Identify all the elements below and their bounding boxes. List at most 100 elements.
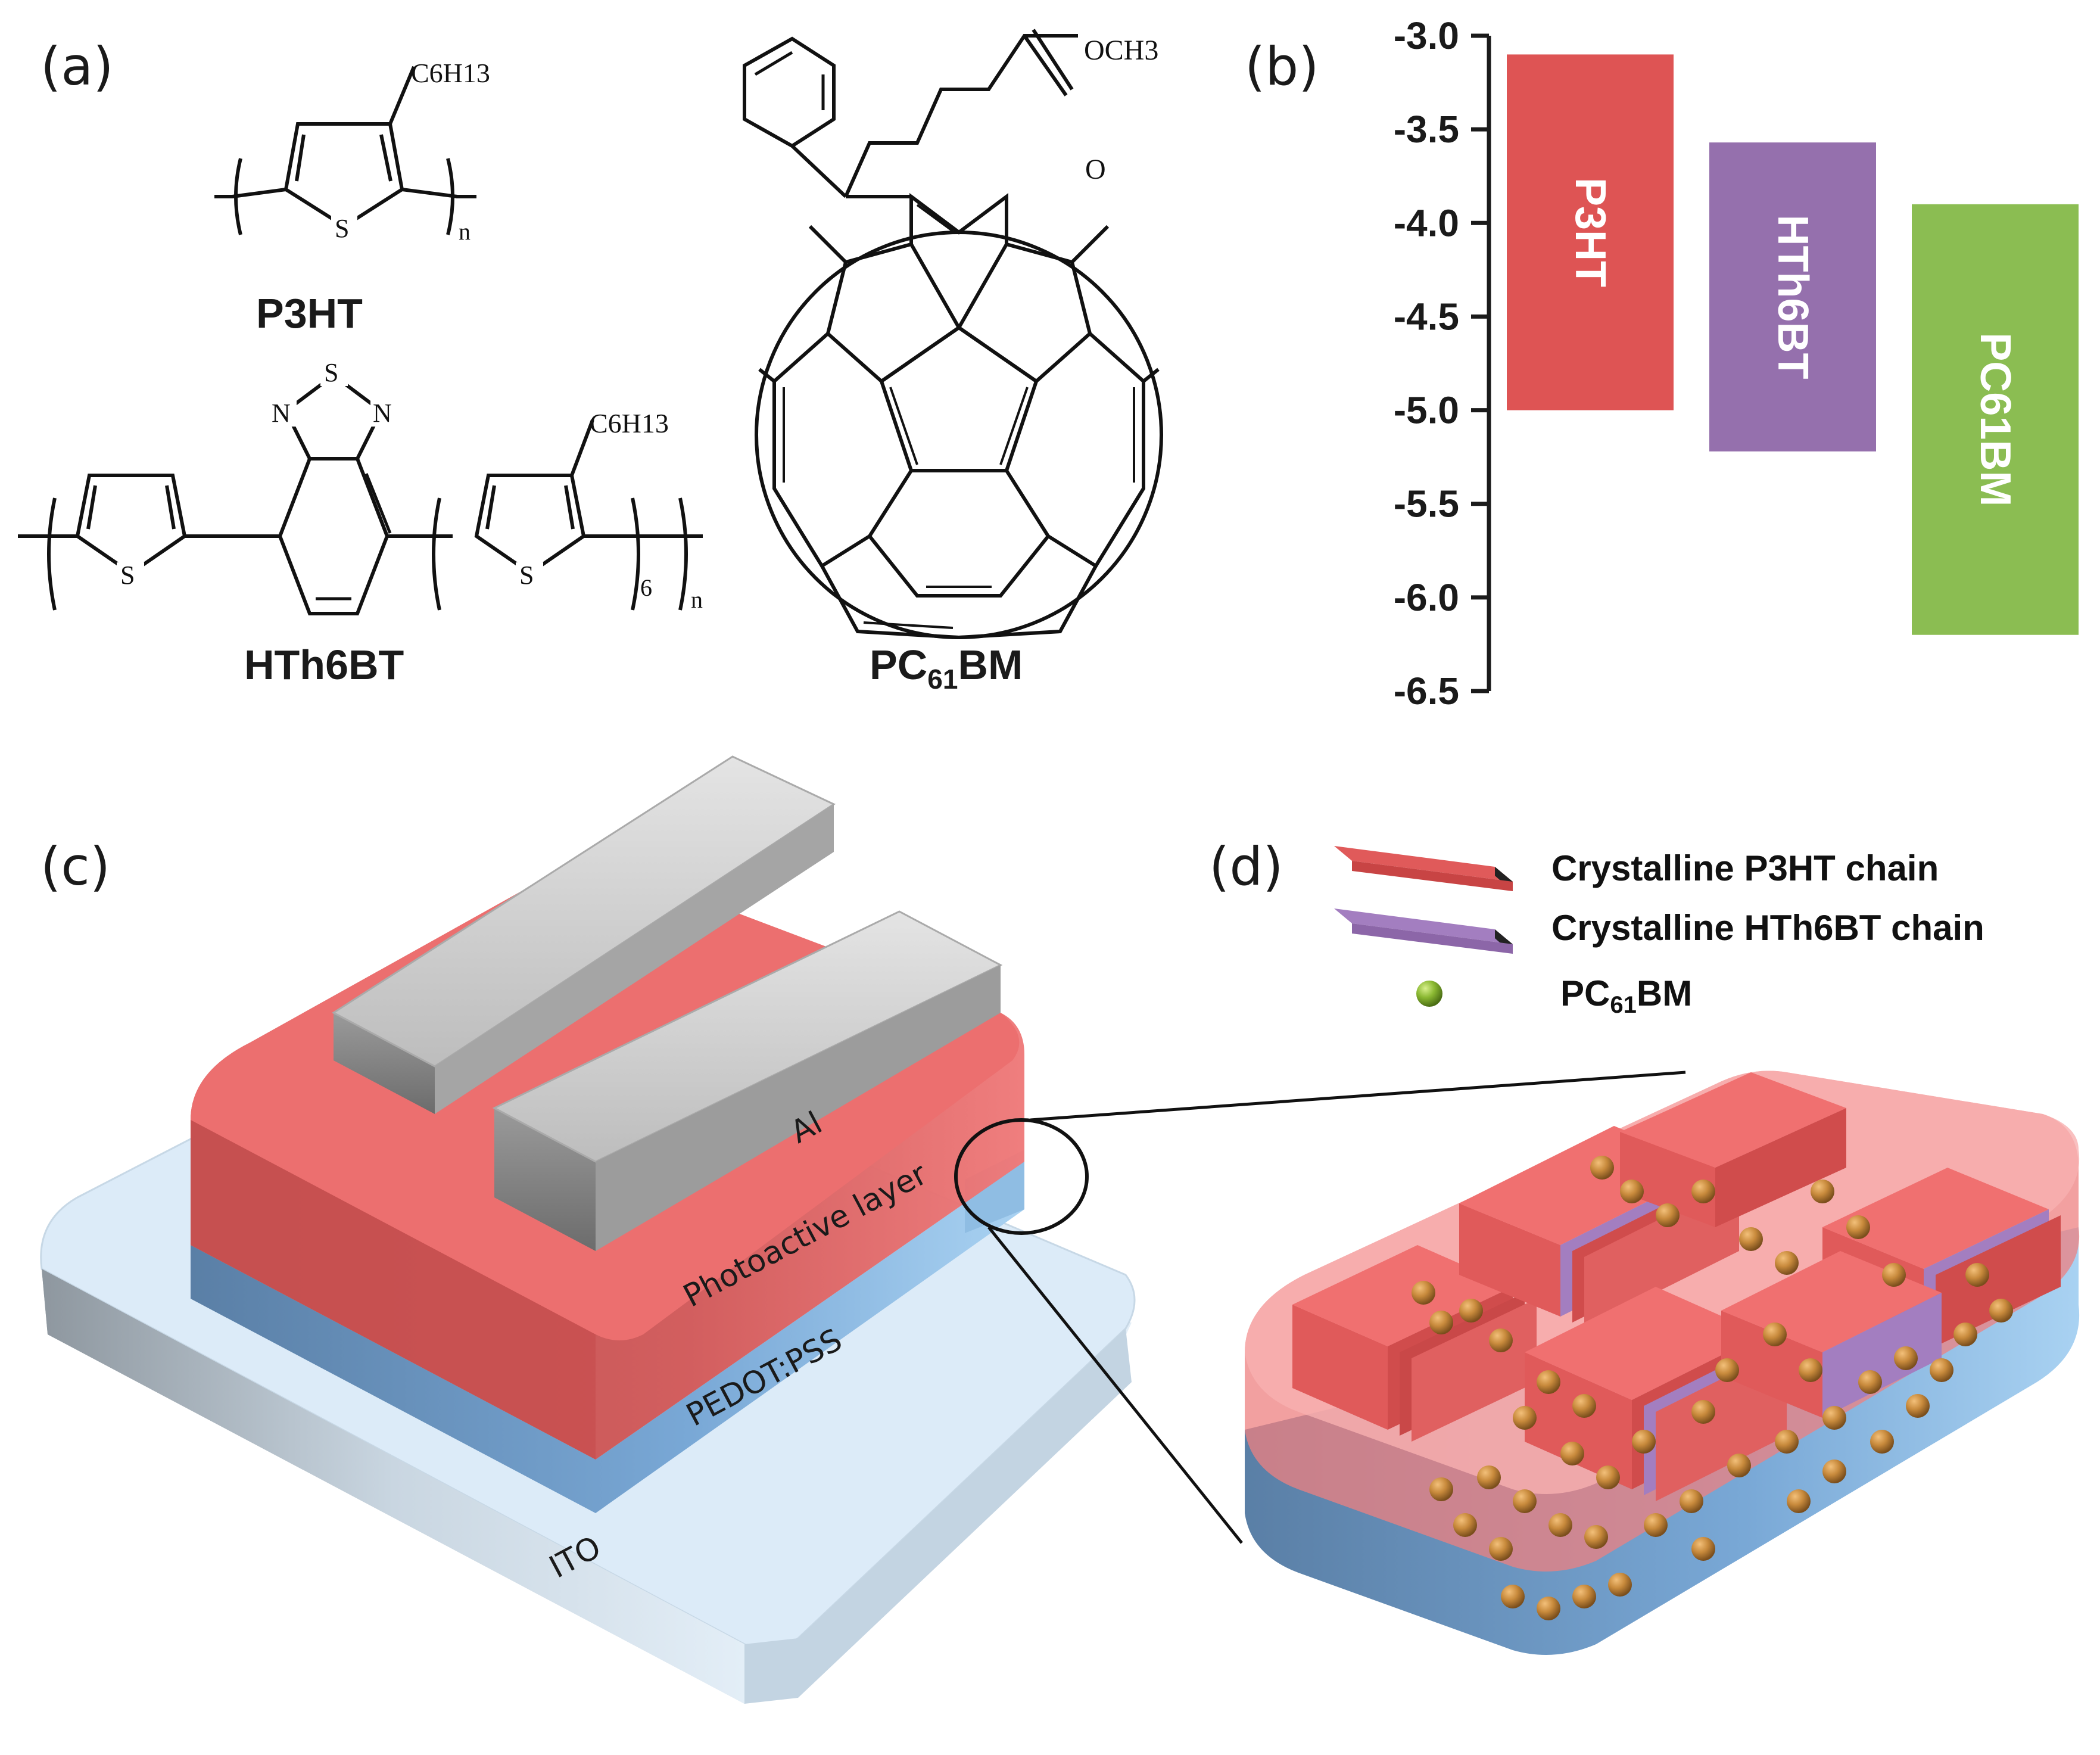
pcbm-particle bbox=[1459, 1299, 1483, 1323]
hth6bt-sulfur-left: S bbox=[120, 561, 135, 590]
pcbm-particle bbox=[1930, 1358, 1953, 1382]
energy-bar-label: HTh6BT bbox=[1769, 214, 1817, 379]
pcbm-particle bbox=[1560, 1442, 1584, 1465]
pcbm-particle bbox=[1691, 1180, 1715, 1203]
energy-axis-ticks: -3.0-3.5-4.0-4.5-5.0-5.5-6.0-6.5 bbox=[1394, 14, 1489, 712]
legend: Crystalline P3HT chain Crystalline HTh6B… bbox=[1334, 846, 1984, 1018]
pcbm-particle bbox=[1858, 1370, 1882, 1394]
pcbm-particle bbox=[1477, 1465, 1501, 1489]
y-tick-label: -3.5 bbox=[1394, 108, 1459, 151]
al-electrode-1 bbox=[332, 755, 836, 1114]
pcbm-particle bbox=[1870, 1430, 1894, 1454]
pcbm-particle bbox=[1894, 1346, 1918, 1370]
panel-a-label: (a) bbox=[40, 36, 114, 97]
hth6bt-name: HTh6BT bbox=[244, 642, 404, 688]
pcbm-particle bbox=[1537, 1370, 1560, 1394]
hth6bt-nitrogen-left: N bbox=[272, 399, 291, 428]
legend-p3ht-chain-swatch bbox=[1334, 846, 1513, 891]
pcbm-particle bbox=[1644, 1513, 1668, 1537]
energy-bar bbox=[1912, 204, 2079, 635]
y-tick-label: -5.5 bbox=[1394, 483, 1459, 525]
pcbm-particle bbox=[1906, 1394, 1930, 1418]
pcbm-particle bbox=[1691, 1537, 1715, 1561]
y-tick-label: -6.5 bbox=[1394, 670, 1459, 712]
pcbm-particle bbox=[1548, 1513, 1572, 1537]
hth6bt-structure bbox=[18, 373, 703, 615]
energy-bar bbox=[1709, 142, 1876, 452]
pcbm-particle bbox=[1799, 1358, 1822, 1382]
energy-bar-label: PC61BM bbox=[1971, 332, 2019, 506]
panel-c: (c) Al bbox=[40, 755, 1686, 1704]
panel-a: (a) S C6H13 n P3HT bbox=[18, 29, 1163, 695]
p3ht-sulfur: S bbox=[335, 214, 349, 243]
pcbm-name: PC61BM bbox=[870, 642, 1023, 695]
zoom-line-top bbox=[1030, 1071, 1686, 1122]
hth6bt-nitrogen-right: N bbox=[373, 399, 392, 428]
pcbm-particle bbox=[1596, 1465, 1620, 1489]
pcbm-particle bbox=[1822, 1406, 1846, 1430]
pcbm-particle bbox=[1572, 1394, 1596, 1418]
pcbm-structure bbox=[743, 29, 1163, 640]
pcbm-particle bbox=[1632, 1430, 1656, 1454]
pcbm-particle bbox=[1453, 1513, 1477, 1537]
p3ht-repeat-n: n bbox=[459, 218, 471, 245]
pcbm-particle bbox=[1412, 1281, 1435, 1305]
pcbm-particle bbox=[1846, 1215, 1870, 1239]
pcbm-particle bbox=[1513, 1406, 1537, 1430]
hth6bt-repeat-6: 6 bbox=[640, 574, 652, 601]
pcbm-carbonyl-oxygen: O bbox=[1085, 154, 1106, 185]
p3ht-structure bbox=[214, 66, 476, 235]
pcbm-particle bbox=[1715, 1358, 1739, 1382]
pcbm-particle bbox=[1739, 1227, 1763, 1251]
pcbm-particles bbox=[1412, 1156, 2013, 1620]
legend-pcbm-ball bbox=[1416, 981, 1442, 1007]
pcbm-particle bbox=[1989, 1299, 2013, 1323]
pcbm-particle bbox=[1811, 1180, 1834, 1203]
hth6bt-sidechain: C6H13 bbox=[590, 408, 669, 438]
magnifier-circle bbox=[954, 1118, 1089, 1235]
energy-bar bbox=[1507, 54, 1674, 410]
pcbm-particle bbox=[1584, 1525, 1608, 1549]
pcbm-particle bbox=[1775, 1430, 1799, 1454]
pcbm-particle bbox=[1620, 1180, 1644, 1203]
pcbm-particle bbox=[1680, 1489, 1703, 1513]
legend-hth6bt-chain-label: Crystalline HTh6BT chain bbox=[1551, 908, 1984, 948]
hth6bt-repeat-n: n bbox=[691, 586, 703, 613]
panel-c-label: (c) bbox=[40, 836, 110, 897]
pcbm-particle bbox=[1691, 1400, 1715, 1424]
pcbm-particle bbox=[1489, 1537, 1513, 1561]
hth6bt-thiadiazole-sulfur: S bbox=[324, 358, 338, 387]
y-tick-label: -4.5 bbox=[1394, 295, 1459, 338]
al-electrode-2 bbox=[492, 910, 1003, 1251]
pcbm-particle bbox=[1537, 1597, 1560, 1620]
panel-d: (d) Crystalline P3HT chain Crystalline H… bbox=[1209, 836, 2080, 1655]
chain-stack-3 bbox=[1620, 1072, 1846, 1227]
pcbm-particle bbox=[1572, 1585, 1596, 1608]
pcbm-particle bbox=[1429, 1311, 1453, 1334]
legend-p3ht-chain-label: Crystalline P3HT chain bbox=[1551, 848, 1939, 888]
pcbm-particle bbox=[1590, 1156, 1614, 1180]
zoom-line-bottom bbox=[987, 1226, 1243, 1544]
pcbm-particle bbox=[1822, 1460, 1846, 1483]
legend-hth6bt-chain-swatch bbox=[1334, 908, 1513, 954]
hth6bt-sulfur-right: S bbox=[519, 561, 534, 590]
pcbm-particle bbox=[1965, 1263, 1989, 1287]
energy-bar-label: P3HT bbox=[1566, 178, 1614, 287]
pcbm-particle bbox=[1787, 1489, 1811, 1513]
panel-b: (b) -3.0-3.5-4.0-4.5-5.0-5.5-6.0-6.5 P3H… bbox=[1245, 14, 2079, 712]
pcbm-particle bbox=[1727, 1454, 1751, 1477]
pcbm-particle bbox=[1501, 1585, 1525, 1608]
panel-b-label: (b) bbox=[1245, 36, 1319, 97]
pcbm-particle bbox=[1429, 1477, 1453, 1501]
y-tick-label: -6.0 bbox=[1394, 576, 1459, 619]
y-tick-label: -3.0 bbox=[1394, 14, 1459, 57]
pcbm-particle bbox=[1608, 1573, 1632, 1597]
pcbm-particle bbox=[1489, 1328, 1513, 1352]
pcbm-particle bbox=[1882, 1263, 1906, 1287]
pcbm-particle bbox=[1775, 1251, 1799, 1275]
pcbm-ester: OCH3 bbox=[1084, 35, 1158, 66]
y-tick-label: -4.0 bbox=[1394, 201, 1459, 244]
pcbm-particle bbox=[1513, 1489, 1537, 1513]
energy-bars: P3HT HTh6BT PC61BM bbox=[1507, 54, 2079, 635]
